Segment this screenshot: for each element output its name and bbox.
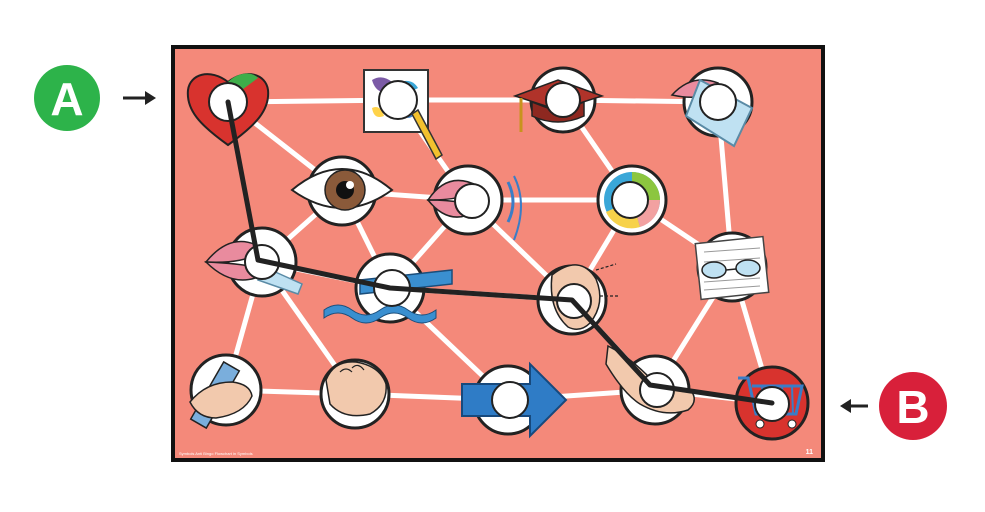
end-label: B (896, 381, 929, 433)
drawn-path (225, 99, 775, 406)
map-drawing-icon[interactable] (363, 69, 443, 161)
graduation-cap-icon[interactable] (512, 66, 605, 134)
board-footer: Symbols Anti Bingo Flowchart in Symbols (179, 451, 253, 456)
game-board: Symbols Anti Bingo Flowchart in Symbols … (171, 45, 825, 462)
start-label: A (50, 73, 83, 125)
page-number: 11 (806, 449, 814, 456)
start-arrow-icon (123, 91, 156, 105)
pie-chart-icon[interactable] (596, 164, 668, 236)
hand-ruler-icon[interactable] (189, 353, 263, 430)
eye-icon[interactable] (290, 155, 394, 227)
mouth-sound-icon[interactable] (426, 164, 522, 241)
reading-glasses-icon[interactable] (694, 231, 770, 303)
start-marker: A (34, 65, 100, 131)
end-arrow-icon (840, 399, 868, 413)
hand-icon[interactable] (319, 358, 391, 430)
drinking-glass-icon[interactable] (670, 66, 754, 148)
right-arrow-icon[interactable] (461, 361, 568, 439)
end-marker: B (879, 372, 947, 440)
